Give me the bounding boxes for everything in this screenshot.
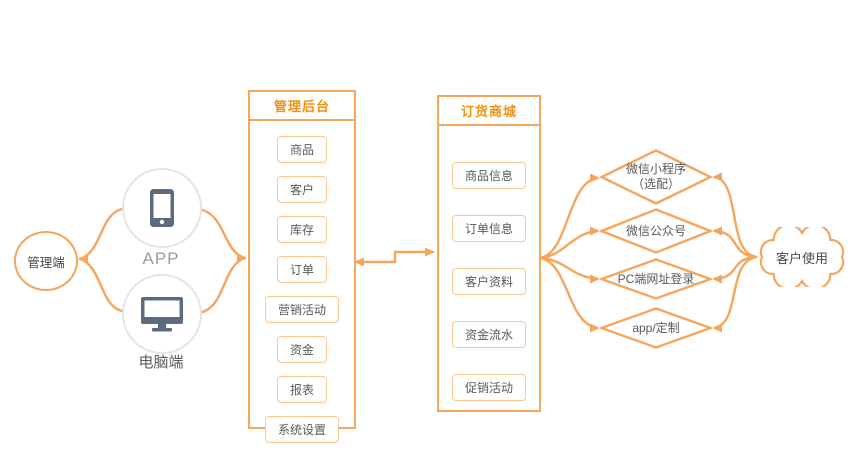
backend-item-reports: 报表 bbox=[276, 376, 327, 403]
backend-item-marketing: 营销活动 bbox=[264, 296, 339, 323]
node-admin-side: 管理端 bbox=[14, 231, 78, 291]
channel-app-custom: app/定制 bbox=[600, 307, 712, 349]
node-customer-use: 客户使用 bbox=[756, 227, 848, 287]
backend-item-customers: 客户 bbox=[276, 176, 327, 203]
channel-wechat-miniprogram: 微信小程序 （选配） bbox=[600, 149, 712, 205]
node-app-label: APP bbox=[142, 249, 180, 268]
panel-admin-backend: 管理后台 商品 客户 库存 订单 营销活动 资金 报表 系统设置 bbox=[248, 90, 356, 443]
panel-admin-backend-body: 商品 客户 库存 订单 营销活动 资金 报表 系统设置 bbox=[250, 121, 354, 443]
mall-item-funds-flow: 资金流水 bbox=[451, 321, 526, 348]
channel-label: 微信公众号 bbox=[625, 223, 686, 238]
connector-d1-cloud bbox=[713, 175, 758, 259]
channel-label: app/定制 bbox=[632, 320, 680, 335]
channel-label: PC端网址登录 bbox=[617, 271, 695, 286]
diamond-shape bbox=[600, 307, 712, 349]
panel-order-mall: 订货商城 商品信息 订单信息 客户资料 资金流水 促销活动 bbox=[437, 95, 541, 412]
arrowheads bbox=[78, 172, 758, 333]
backend-item-settings: 系统设置 bbox=[264, 416, 339, 443]
connector-backend-mall bbox=[354, 250, 435, 264]
mall-item-order-info: 订单信息 bbox=[451, 215, 526, 242]
node-pc-label: 电脑端 bbox=[138, 354, 184, 371]
channel-wechat-official: 微信公众号 bbox=[600, 208, 712, 254]
backend-item-orders: 订单 bbox=[276, 256, 327, 283]
mall-item-product-info: 商品信息 bbox=[451, 162, 526, 189]
cloud-shape bbox=[759, 227, 845, 287]
smartphone-icon bbox=[150, 189, 174, 227]
node-app-device bbox=[122, 168, 202, 248]
panel-admin-backend-title: 管理后台 bbox=[250, 92, 354, 121]
node-customer-use-label: 客户使用 bbox=[775, 250, 828, 266]
backend-item-products: 商品 bbox=[276, 136, 327, 163]
backend-item-funds: 资金 bbox=[276, 336, 327, 363]
mall-item-customer-data: 客户资料 bbox=[451, 268, 526, 295]
diamond-shape bbox=[600, 149, 712, 205]
mall-item-promotions: 促销活动 bbox=[451, 374, 526, 401]
diamond-shape bbox=[600, 258, 712, 300]
panel-order-mall-title: 订货商城 bbox=[439, 97, 539, 126]
connector-mall-d1 bbox=[538, 176, 599, 260]
diamond-shape bbox=[600, 208, 712, 254]
node-pc-device bbox=[122, 274, 202, 354]
node-admin-side-label: 管理端 bbox=[27, 255, 65, 270]
backend-item-inventory: 库存 bbox=[276, 216, 327, 243]
panel-order-mall-body: 商品信息 订单信息 客户资料 资金流水 促销活动 bbox=[439, 126, 539, 410]
desktop-icon bbox=[141, 297, 183, 332]
channel-pc-web-login: PC端网址登录 bbox=[600, 258, 712, 300]
channel-label: 微信小程序 （选配） bbox=[625, 162, 686, 191]
